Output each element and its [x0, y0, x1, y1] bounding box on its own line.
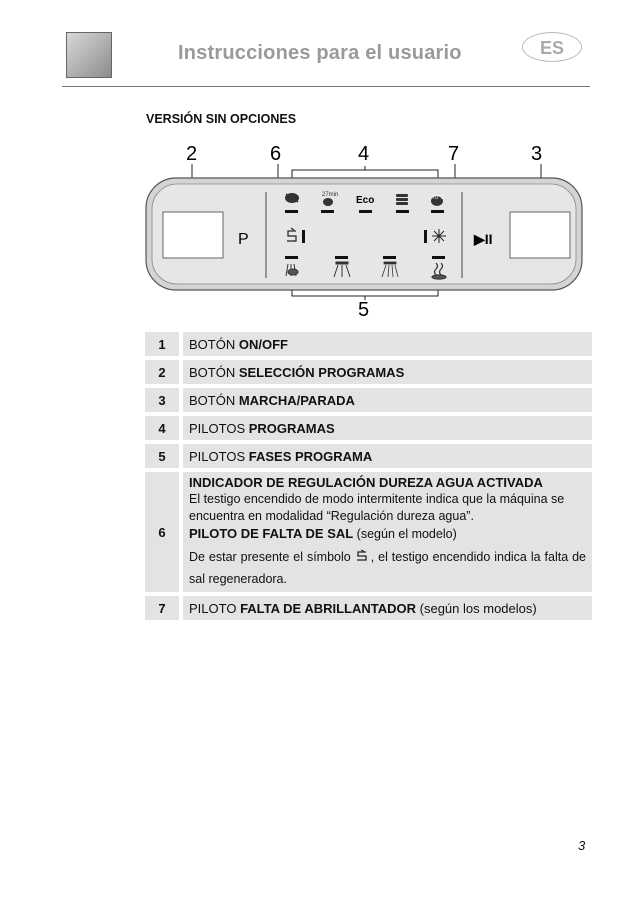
rinse-aid-indicator: [424, 230, 427, 243]
salt-heading-line: PILOTO DE FALTA DE SAL (según el modelo): [189, 525, 592, 543]
row-description: PILOTO FALTA DE ABRILLANTADOR (según los…: [183, 596, 592, 624]
phase-icon-prewash: [285, 263, 299, 277]
table-row: 3 BOTÓN MARCHA/PARADA: [145, 388, 592, 416]
program-icon-stack: [396, 194, 408, 205]
table-row: 4 PILOTOS PROGRAMAS: [145, 416, 592, 444]
row-description: BOTÓN ON/OFF: [183, 332, 592, 360]
row-bold: ON/OFF: [238, 336, 288, 352]
program-select-button[interactable]: [162, 211, 224, 259]
row-description: PILOTOS PROGRAMAS: [183, 416, 592, 444]
row-bold: SELECCIÓN PROGRAMAS: [238, 364, 405, 380]
phase-indicators: [285, 256, 445, 259]
phase-indicator-1: [285, 256, 298, 259]
panel-inner: [151, 183, 577, 285]
program-indicator-5: [431, 210, 444, 213]
row-description: INDICADOR DE REGULACIÓN DUREZA AGUA ACTI…: [183, 472, 592, 596]
row-description: PILOTOS FASES PROGRAMA: [183, 444, 592, 472]
callout-2: 2: [186, 143, 197, 165]
row-description: BOTÓN MARCHA/PARADA: [183, 388, 592, 416]
row-prefix: BOTÓN: [189, 336, 239, 352]
row-number: 4: [145, 416, 183, 444]
header-rule: [62, 86, 590, 87]
table-row: 6 INDICADOR DE REGULACIÓN DUREZA AGUA AC…: [145, 472, 592, 596]
table-row: 7 PILOTO FALTA DE ABRILLANTADOR (según l…: [145, 596, 592, 624]
row-bold: MARCHA/PARADA: [238, 392, 355, 408]
callout-3: 3: [531, 143, 542, 165]
program-indicator-1: [285, 210, 298, 213]
phase-indicator-3: [383, 256, 396, 259]
row-suffix: (según los modelos): [416, 600, 537, 616]
section-title: VERSIÓN SIN OPCIONES: [146, 112, 297, 126]
water-hardness-text: El testigo encendido de modo intermitent…: [189, 492, 565, 523]
row-prefix: BOTÓN: [189, 392, 239, 408]
salt-indicator: [302, 230, 305, 243]
control-panel-diagram: 2 6 4 7 3 5 P ▶II 27min Eco: [145, 143, 583, 321]
salt-text-after: , el testigo encendido indica la falta d…: [189, 550, 587, 586]
phase-indicator-4: [432, 256, 445, 259]
row-prefix: PILOTOS: [189, 420, 249, 436]
salt-heading: PILOTO DE FALTA DE SAL: [189, 526, 354, 541]
table-row: 1 BOTÓN ON/OFF: [145, 332, 592, 360]
table-row: 2 BOTÓN SELECCIÓN PROGRAMAS: [145, 360, 592, 388]
spec-table: 1 BOTÓN ON/OFF 2 BOTÓN SELECCIÓN PROGRAM…: [145, 332, 592, 624]
program-indicators: [285, 210, 444, 213]
row-number: 7: [145, 596, 183, 624]
page-number: 3: [578, 838, 586, 853]
row-number: 1: [145, 332, 183, 360]
program-icon-intensive: [285, 193, 299, 203]
water-hardness-heading: INDICADOR DE REGULACIÓN DUREZA AGUA ACTI…: [189, 475, 543, 490]
row-prefix: PILOTOS: [189, 448, 249, 464]
program-icon-27min: 27min: [322, 192, 338, 206]
callout-5: 5: [358, 299, 369, 321]
row-bold: PROGRAMAS: [248, 420, 335, 436]
salt-text-before: De estar presente el símbolo: [189, 550, 355, 564]
program-indicator-4: [396, 210, 409, 213]
row-prefix: BOTÓN: [189, 364, 239, 380]
callout-7: 7: [448, 143, 459, 165]
time-label: 27min: [322, 192, 338, 198]
row-bold: FALTA DE ABRILLANTADOR: [240, 600, 417, 616]
salt-text: De estar presente el símbolo , el testig…: [189, 546, 592, 590]
phase-icon-rinse: [381, 261, 399, 278]
callout-6: 6: [270, 143, 281, 165]
program-button-label: P: [238, 231, 249, 248]
row-number: 3: [145, 388, 183, 416]
temp-label: 70°C: [432, 195, 444, 201]
program-indicator-3: [359, 210, 372, 213]
program-icon-70c: 70°C: [431, 195, 444, 206]
salt-heading-suffix: (según el modelo): [353, 527, 457, 541]
row-number: 6: [145, 472, 183, 596]
phase-indicator-2: [335, 256, 348, 259]
language-badge: ES: [522, 32, 582, 62]
row-bold: FASES PROGRAMA: [248, 448, 373, 464]
rinse-aid-icon: [432, 229, 446, 243]
eco-label: Eco: [356, 195, 374, 206]
row-number: 5: [145, 444, 183, 472]
table-row: 5 PILOTOS FASES PROGRAMA: [145, 444, 592, 472]
salt-icon: [287, 227, 297, 242]
phase-icon-wash: [333, 261, 351, 278]
callout-4: 4: [358, 143, 369, 165]
play-pause-label: ▶II: [473, 231, 493, 247]
header-title: Instrucciones para el usuario: [178, 42, 462, 64]
row-prefix: PILOTO: [189, 600, 241, 616]
phase-icon-dry: [431, 262, 447, 280]
start-stop-button[interactable]: [509, 211, 571, 259]
program-indicator-2: [321, 210, 334, 213]
dishwasher-logo: [66, 32, 112, 78]
row-number: 2: [145, 360, 183, 388]
row-description: BOTÓN SELECCIÓN PROGRAMAS: [183, 360, 592, 388]
salt-symbol-icon: [356, 549, 367, 561]
